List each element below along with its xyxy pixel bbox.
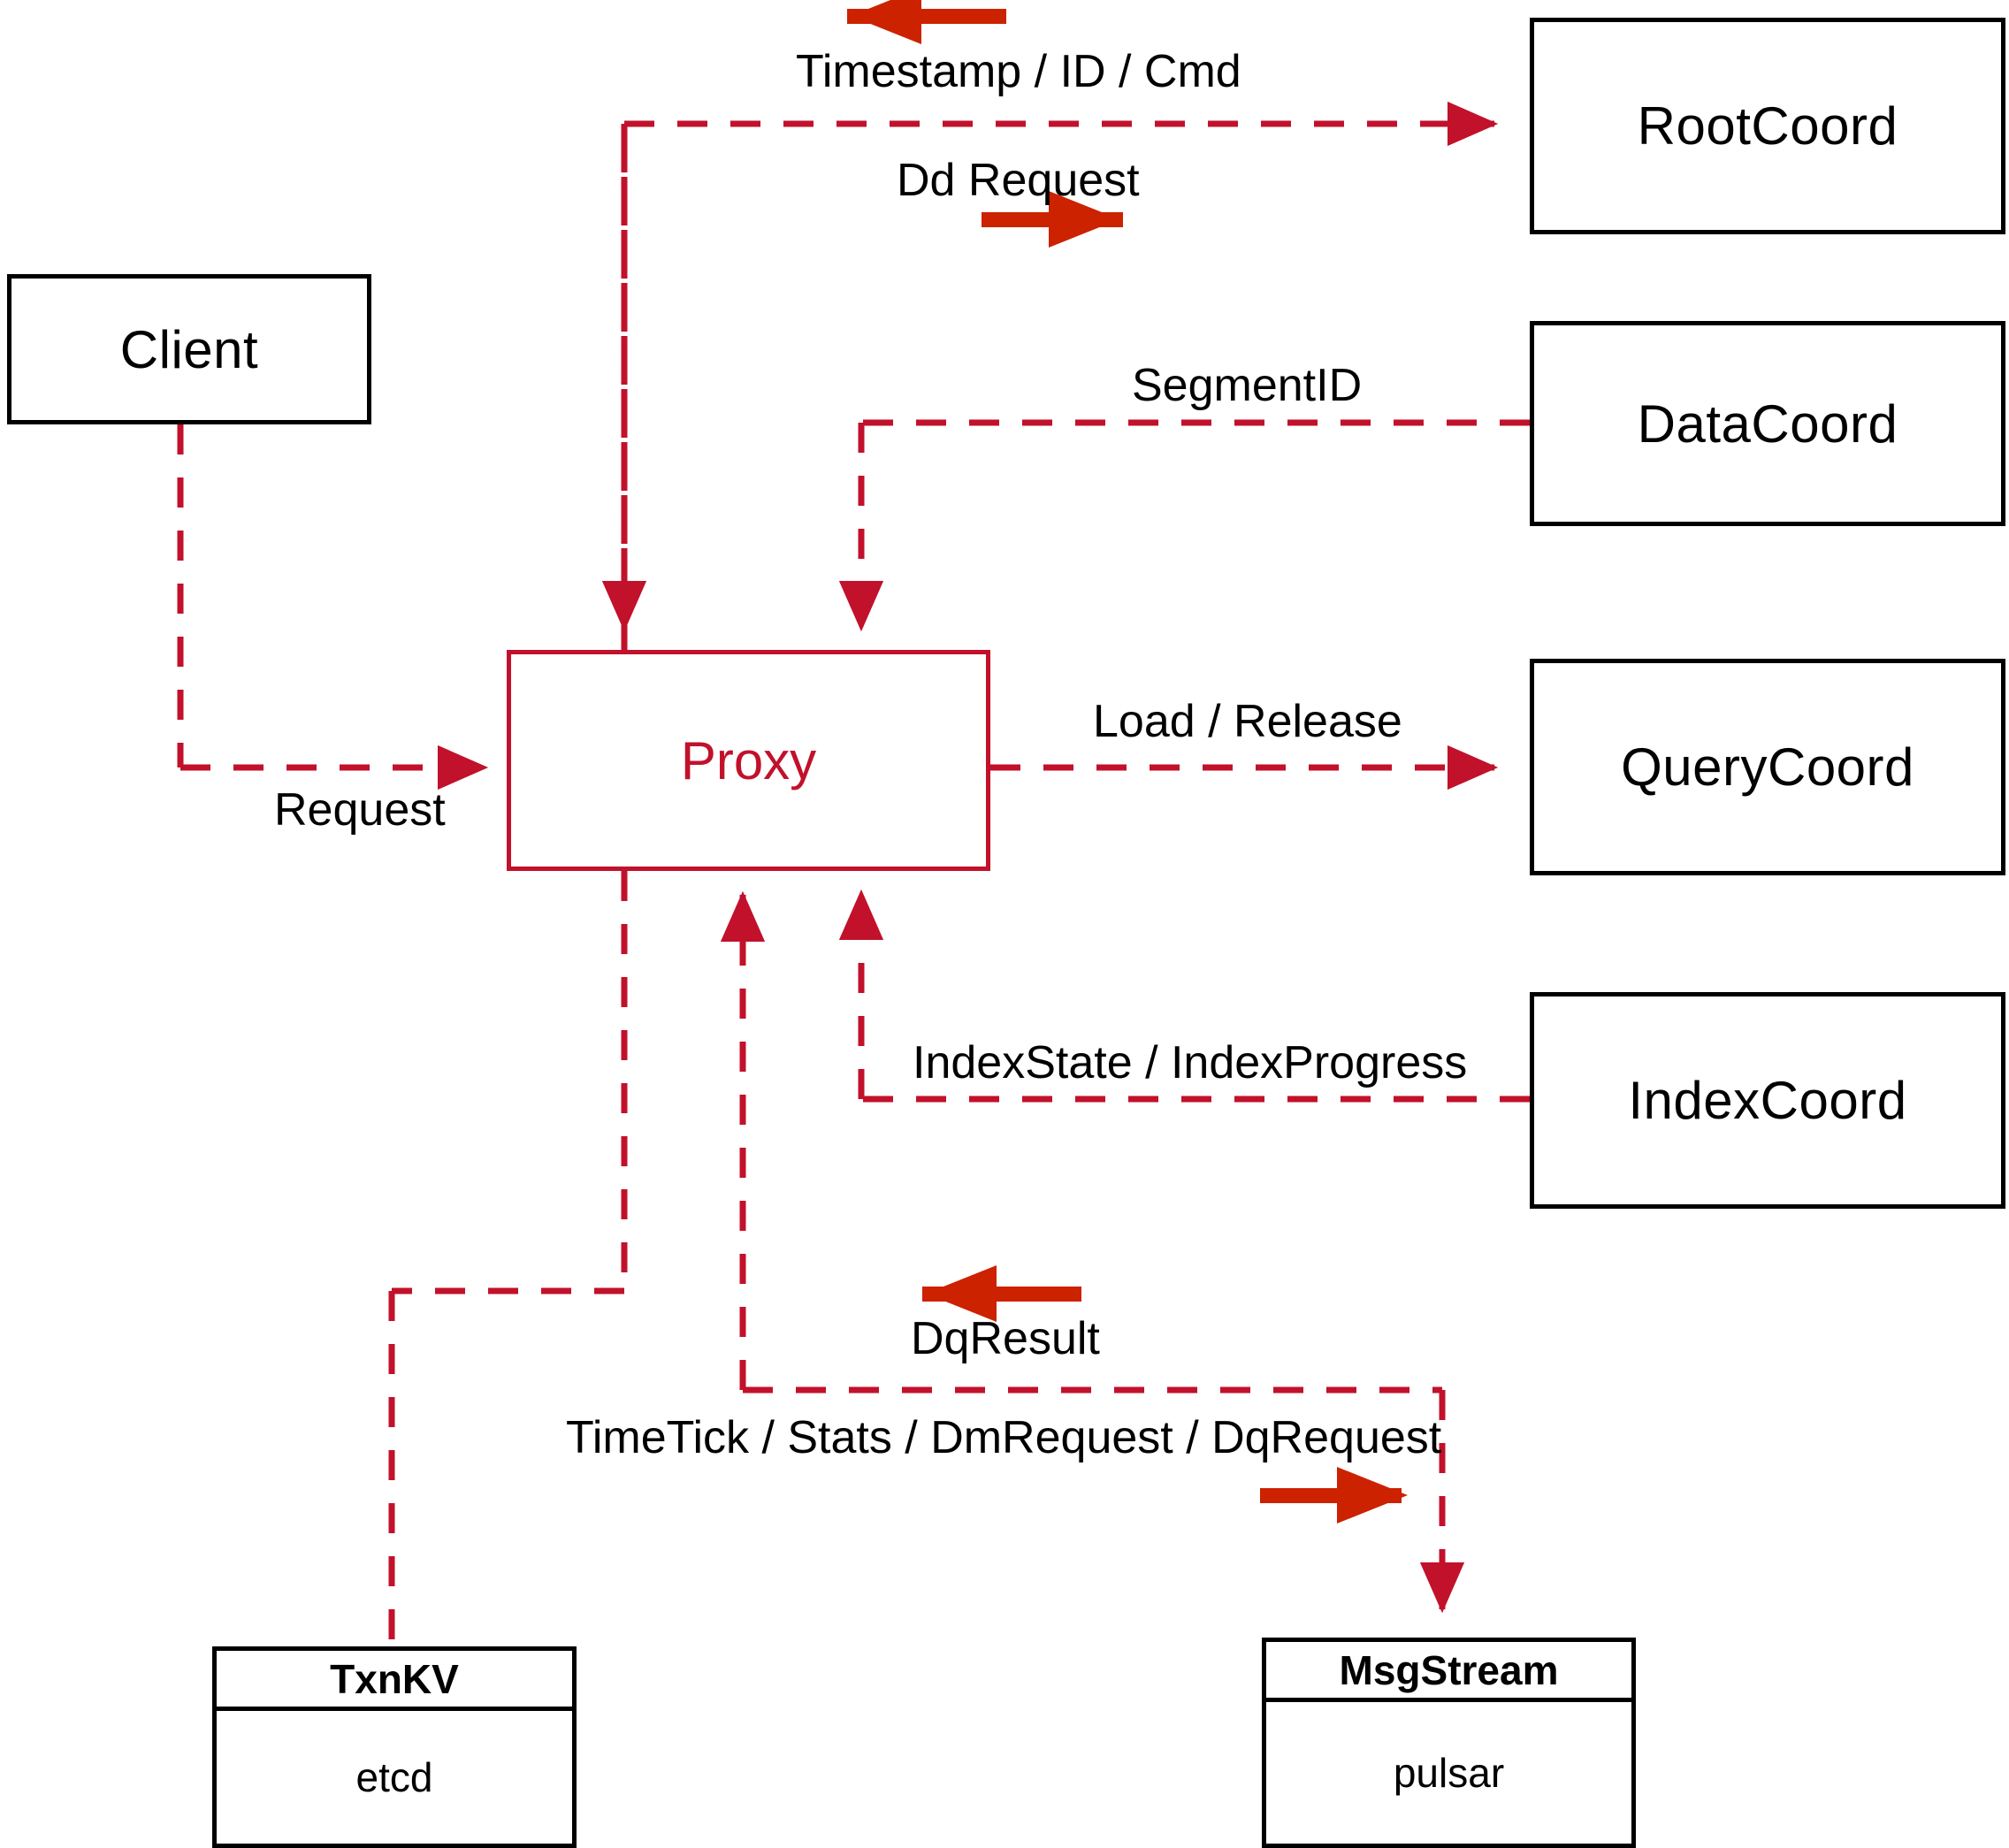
direction-arrow-dqresult — [922, 1265, 1081, 1322]
node-proxy[interactable]: Proxy — [507, 650, 990, 871]
node-datacoord[interactable]: DataCoord — [1530, 321, 2005, 526]
node-txnkv-body: etcd — [355, 1754, 433, 1800]
edge-label-request: Request — [274, 784, 446, 836]
node-rootcoord-label: RootCoord — [1637, 96, 1898, 156]
node-client[interactable]: Client — [7, 274, 371, 424]
direction-arrow-group — [847, 0, 1408, 1523]
node-indexcoord[interactable]: IndexCoord — [1530, 992, 2005, 1209]
node-msgstream[interactable]: MsgStream pulsar — [1262, 1638, 1636, 1848]
node-proxy-label: Proxy — [680, 730, 817, 790]
node-indexcoord-label: IndexCoord — [1628, 1071, 1907, 1130]
node-querycoord-label: QueryCoord — [1621, 737, 1914, 797]
edge-label-dq-result: DqResult — [911, 1313, 1100, 1364]
direction-arrow-dd-request — [982, 191, 1123, 248]
edge-label-index-state: IndexState / IndexProgress — [913, 1037, 1468, 1088]
node-txnkv-header: TxnKV — [217, 1651, 572, 1711]
edge-label-timestamp-id-cmd: Timestamp / ID / Cmd — [796, 46, 1241, 97]
edge-label-dd-request: Dd Request — [897, 155, 1140, 206]
node-rootcoord[interactable]: RootCoord — [1530, 18, 2005, 234]
node-datacoord-label: DataCoord — [1637, 393, 1898, 454]
direction-arrow-timestamp — [847, 0, 1006, 44]
node-msgstream-body: pulsar — [1393, 1750, 1505, 1796]
edge-label-timetick-stats: TimeTick / Stats / DmRequest / DqRequest — [566, 1412, 1442, 1463]
node-client-label: Client — [119, 319, 259, 379]
node-msgstream-header: MsgStream — [1266, 1642, 1631, 1702]
edge-label-segmentid: SegmentID — [1132, 360, 1363, 411]
direction-arrow-dqrequest — [1260, 1467, 1408, 1523]
node-querycoord[interactable]: QueryCoord — [1530, 659, 2005, 875]
node-txnkv[interactable]: TxnKV etcd — [212, 1646, 577, 1848]
edge-label-load-release: Load / Release — [1093, 696, 1402, 747]
